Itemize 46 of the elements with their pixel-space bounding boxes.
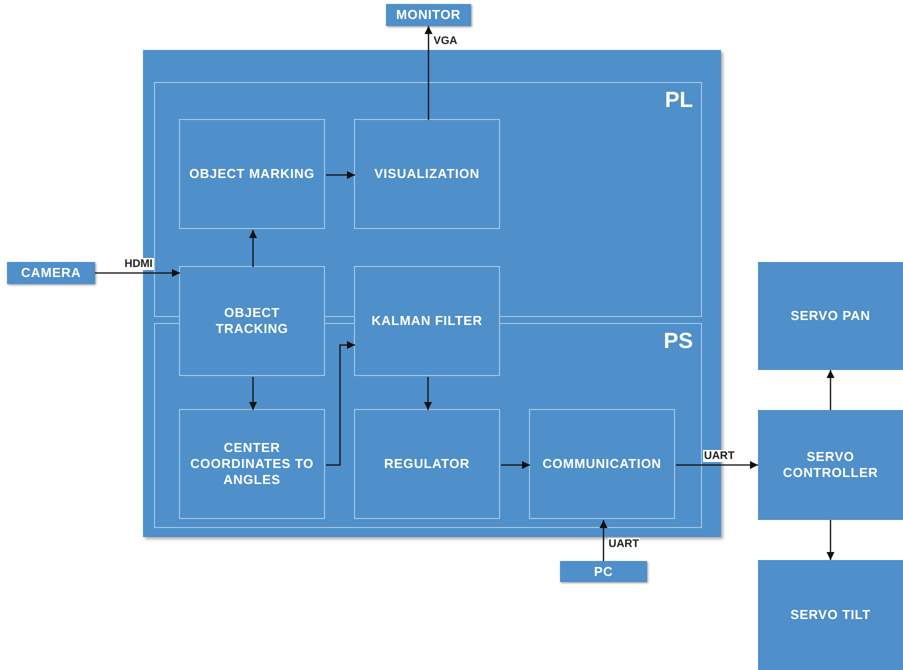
arrow: [326, 171, 355, 179]
box-label: COMMUNICATION: [542, 456, 662, 472]
group-title: PL: [664, 87, 693, 113]
process-box: [354, 266, 500, 376]
arrow: [826, 370, 834, 410]
box-label: CAMERA: [20, 265, 82, 281]
edge-label: VGA: [432, 35, 458, 48]
device-box: [758, 410, 903, 520]
device-box: [758, 262, 903, 370]
group-title: PS: [664, 328, 693, 354]
arrow: [249, 377, 257, 410]
arrow: [501, 461, 530, 469]
box-label: REGULATOR: [383, 456, 471, 472]
device-box: [758, 560, 903, 670]
edge-label: UART: [608, 538, 640, 550]
box-label: SERVO CONTROLLER: [782, 449, 880, 481]
arrow: [676, 461, 758, 469]
process-box: [354, 119, 500, 229]
box-label: MONITOR: [395, 7, 462, 23]
box-label: SERVO TILT: [789, 607, 872, 623]
arrow: [424, 377, 432, 410]
arrow: [95, 269, 180, 277]
box-label: SERVO PAN: [790, 308, 872, 324]
box-label: CENTER COORDINATES TO ANGLES: [189, 440, 315, 488]
process-box: [529, 409, 675, 519]
box-label: VISUALIZATION: [373, 166, 481, 182]
device-box: [7, 262, 95, 284]
group-panel: [154, 82, 702, 317]
process-box: [179, 266, 325, 376]
box-label: OBJECT MARKING: [188, 166, 316, 182]
arrow: [249, 230, 257, 267]
edge-label: UART: [703, 450, 736, 462]
device-box: [560, 561, 647, 582]
box-label: OBJECT TRACKING: [214, 305, 290, 337]
process-box: [179, 119, 325, 229]
arrow: [326, 341, 355, 466]
box-label: PC: [592, 564, 614, 580]
box-label: KALMAN FILTER: [370, 313, 484, 329]
group-panel: [154, 323, 702, 528]
device-box: [386, 4, 471, 26]
arrow: [826, 520, 834, 560]
edge-label: HDMI: [124, 258, 154, 270]
process-box: [354, 409, 500, 519]
arrow: [424, 26, 432, 120]
process-box: [179, 409, 325, 519]
arrow: [600, 520, 608, 561]
